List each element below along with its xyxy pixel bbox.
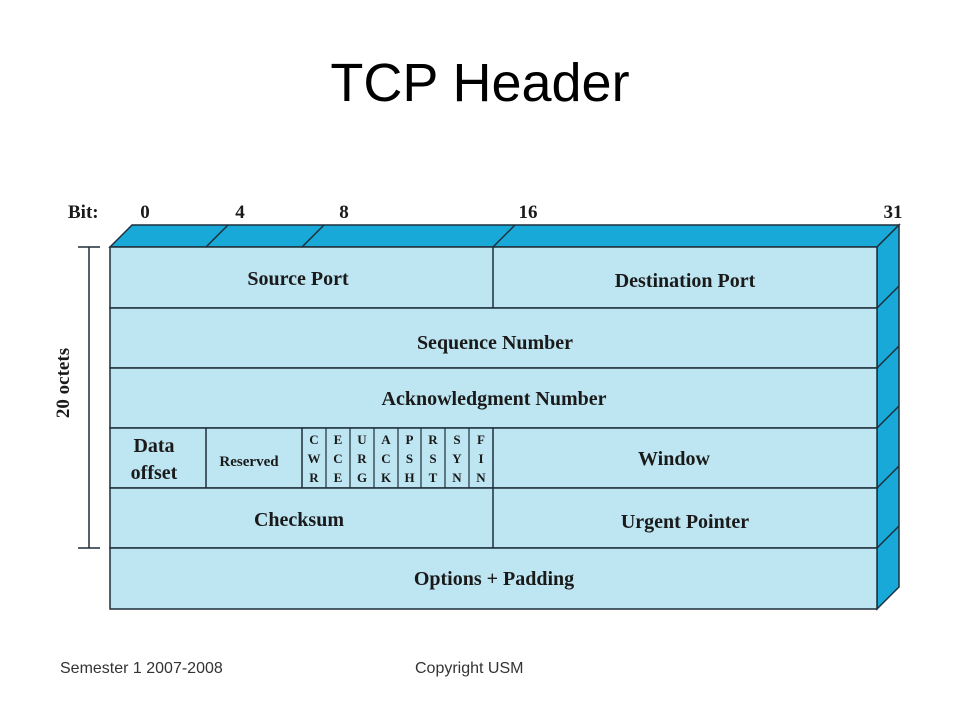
flag-letter: I [478, 451, 483, 466]
field-destination-port: Destination Port [615, 270, 756, 292]
top-divider-8 [301, 224, 325, 248]
field-ack-number: Acknowledgment Number [382, 388, 607, 410]
side-divider-1 [876, 285, 900, 309]
flag-letter: H [404, 470, 414, 485]
flag-letter: C [309, 432, 318, 447]
field-data-offset-line2: offset [131, 462, 178, 484]
field-window: Window [638, 448, 710, 470]
flag-letter: C [381, 451, 390, 466]
flag-letter: N [476, 470, 486, 485]
flag-letter: P [406, 432, 414, 447]
flag-letter: Y [452, 451, 462, 466]
field-options-padding: Options + Padding [414, 568, 574, 590]
bit-tick-4: 4 [235, 202, 245, 223]
flag-letter: E [334, 432, 343, 447]
bit-tick-8: 8 [339, 202, 349, 223]
field-reserved: Reserved [219, 454, 279, 470]
flag-letter: N [452, 470, 462, 485]
side-divider-2 [876, 345, 900, 369]
footer-left: Semester 1 2007-2008 [60, 660, 223, 677]
page-title: TCP Header [330, 53, 630, 113]
field-data-offset-line1: Data [133, 435, 174, 457]
flag-letter: S [453, 432, 460, 447]
flag-letter: G [357, 470, 367, 485]
flag-letter: S [429, 451, 436, 466]
top-divider-16 [492, 224, 516, 248]
side-divider-4 [876, 465, 900, 489]
field-urgent-pointer: Urgent Pointer [621, 511, 749, 533]
octets-label: 20 octets [53, 348, 74, 418]
top-divider-4 [205, 224, 229, 248]
field-source-port: Source Port [247, 268, 349, 290]
flag-letter: U [357, 432, 367, 447]
bit-label: Bit: [68, 202, 99, 223]
flag-letter: F [477, 432, 485, 447]
bit-tick-0: 0 [140, 202, 150, 223]
field-checksum: Checksum [254, 509, 344, 531]
side-divider-3 [876, 405, 900, 429]
side-divider-5 [876, 525, 900, 549]
flag-letter: S [406, 451, 413, 466]
flag-letter: R [309, 470, 319, 485]
flag-letter: R [357, 451, 367, 466]
row-ack [109, 367, 878, 429]
field-sequence-number: Sequence Number [417, 332, 573, 354]
bit-tick-31: 31 [884, 202, 903, 223]
flag-letter: T [429, 470, 438, 485]
bit-tick-16: 16 [519, 202, 538, 223]
flag-letter: E [334, 470, 343, 485]
flag-letter: C [333, 451, 342, 466]
flag-letter: W [308, 451, 321, 466]
footer-right: Copyright USM [415, 660, 524, 677]
flag-letter: A [381, 432, 391, 447]
flag-letter: K [381, 470, 392, 485]
flag-letter: R [428, 432, 438, 447]
row-options [109, 547, 878, 610]
